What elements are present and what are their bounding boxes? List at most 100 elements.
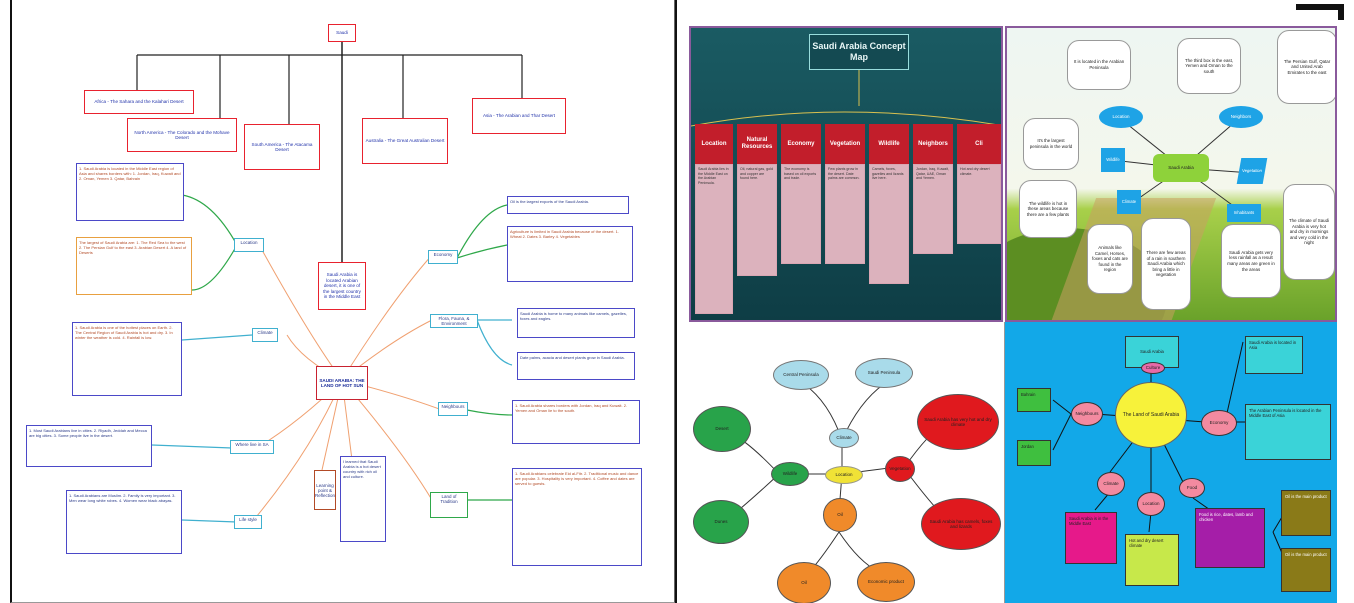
top-label: Saudi [328, 24, 356, 42]
branch-tradition: Land of Tradition [430, 492, 468, 518]
bubble-oil: Oil [777, 562, 831, 603]
concept-map-panel: Saudi Arabia Concept Map Location Saudi … [689, 26, 1003, 322]
detail-economy-b: Agriculture is limited in Saudi Arabia b… [507, 226, 633, 282]
note-4: It's the largest peninsula in the world [1023, 118, 1079, 170]
bubble-red-b: Saudi Arabia has camels, foxes and lizar… [921, 498, 1001, 550]
bubble-map-panel: Location Central Peninsula Saudi Peninsu… [689, 322, 1005, 603]
detail-flora-b: Date palms, acacia and desert plants gro… [517, 352, 635, 380]
cyan-node-economy: Economy [1201, 410, 1237, 436]
region-north-america: North America - The Colorado and the Moh… [127, 118, 237, 152]
column-body: The economy is based on oil exports and … [781, 164, 821, 264]
bubble-saudi-peninsula: Saudi Peninsula [855, 358, 913, 388]
branch-where-live: Where live in SA [230, 440, 274, 454]
corner-bracket [1296, 4, 1344, 20]
bubble-connectors [728, 383, 950, 573]
column-head: Neighbors [913, 124, 953, 164]
node-wildlife: Wildlife [1101, 148, 1125, 172]
node-neighbors: Neighbors [1219, 106, 1263, 128]
branch-flora: Flora, Fauna, & Environment [430, 314, 478, 328]
bubble-economy: Oil [823, 498, 857, 532]
column-body: Few plants grow in the desert. Date palm… [825, 164, 865, 264]
note-1: It is located in the Arabian Peninsula [1067, 40, 1131, 90]
column-head: Economy [781, 124, 821, 164]
cyan-note-middle-east: Saudi Arabia is in the Middle East [1065, 512, 1117, 564]
node-inhabitants: Inhabitants [1227, 204, 1261, 222]
detail-reflection: I learned that Saudi Arabia is a hot des… [340, 456, 386, 542]
region-australia: Australia - The Great Australian Desert [362, 118, 448, 164]
column-economy: Economy The economy is based on oil expo… [781, 124, 821, 264]
column-head: Natural Resources [737, 124, 777, 164]
bubble-wildlife: Wildlife [771, 462, 809, 486]
detail-location-a: 1. Saudi Arabia is located in the Middle… [76, 163, 184, 221]
note-3: The Persian Gulf, Qatar and United Arab … [1277, 30, 1335, 104]
node-saudi-arabia: Saudi Arabia [1153, 154, 1209, 182]
cyan-note-climate: Hot and dry desert climate [1125, 534, 1179, 586]
column-location: Location Saudi Arabia lies in the Middle… [695, 124, 733, 314]
center-text: Saudi Arabia is located Arabian desert, … [318, 262, 366, 310]
cyan-map-panel: Saudi Arabia Culture The Land of Saudi A… [1005, 322, 1337, 603]
branch-life-style: Life style [234, 515, 262, 529]
column-body: Jordan, Iraq, Kuwait, Qatar, UAE, Oman a… [913, 164, 953, 254]
page-edge [675, 0, 687, 603]
column-body: Camels, foxes, gazelles and lizards live… [869, 164, 909, 284]
main-node: SAUDI ARABIA: THE LAND OF HOT SUN [316, 366, 368, 400]
bubble-desert: Desert [693, 406, 751, 452]
note-7: There are few areas of a rain in souther… [1141, 218, 1191, 310]
note-5: The wildlife is hot in these areas becau… [1019, 180, 1077, 238]
detail-where-live: 1. Most Saudi Arabians live in cities. 2… [26, 425, 152, 467]
node-vegetation: Vegetation [1236, 158, 1268, 184]
region-africa: Africa - The Sahara and the Kalahari Des… [84, 90, 194, 114]
bubble-economic-product: Economic product [857, 562, 915, 602]
detail-location-b: The largest of Saudi Arabia are: 1. The … [76, 237, 192, 295]
branch-neighbours: Neighbours [438, 402, 468, 416]
branch-climate: Climate [252, 328, 278, 342]
column-head: Location [695, 124, 733, 164]
cyan-note-asia: Saudi Arabia is located in Asia [1245, 336, 1303, 374]
cyan-node-location: Location [1137, 492, 1165, 516]
concept-map-title: Saudi Arabia Concept Map [809, 34, 909, 70]
detail-neighbours: 1. Saudi Arabia shares borders with Jord… [512, 400, 640, 444]
cyan-node-food: Food [1179, 478, 1205, 498]
detail-tradition: 1. Saudi Arabians celebrate Eid al-Fitr.… [512, 468, 642, 566]
note-2: The third box is the east, Yemen and Oma… [1177, 38, 1241, 94]
detail-climate: 1. Saudi Arabia is one of the hottest pl… [72, 322, 182, 396]
cloud-map-panel: Location Neighbors Wildlife Vegetation C… [1005, 26, 1337, 322]
cyan-node-neighbours: Neighbours [1071, 402, 1103, 426]
node-climate: Climate [1117, 190, 1141, 214]
column-body: Oil, natural gas, gold and copper are fo… [737, 164, 777, 276]
concept-connectors [691, 70, 1001, 127]
column-climate: Cli Hot and dry desert climate. [957, 124, 1001, 244]
cyan-note-peninsula: The Arabian Peninsula is located in the … [1245, 404, 1331, 460]
detail-life-style: 1. Saudi Arabians are Muslim. 2. Family … [66, 490, 182, 554]
column-neighbors: Neighbors Jordan, Iraq, Kuwait, Qatar, U… [913, 124, 953, 254]
detail-economy-a: Oil is the largest exports of the Saudi … [507, 196, 629, 214]
branch-location: Location [234, 238, 264, 252]
cyan-note-oil-b: Oil is the main product [1281, 548, 1331, 592]
column-head: Wildlife [869, 124, 909, 164]
region-south-america: South America - The Atacama Desert [244, 124, 320, 170]
bubble-climate: Climate [829, 428, 859, 448]
branch-reflection: Learning point & Reflection [314, 470, 336, 510]
bubble-center: Location [825, 466, 863, 484]
column-natural-resources: Natural Resources Oil, natural gas, gold… [737, 124, 777, 276]
column-head: Vegetation [825, 124, 865, 164]
bubble-vegetation: Vegetation [885, 456, 915, 482]
cyan-note-food: Food is rice, dates, lamb and chicken [1195, 508, 1265, 568]
note-8: Saudi Arabia gets very less rainfall as … [1221, 224, 1281, 298]
cyan-note-oil-a: Oil is the main product [1281, 490, 1331, 536]
left-mind-map: Saudi Africa - The Sahara and the Kalaha… [10, 0, 675, 603]
bubble-red-a: Saudi Arabia has very hot and dry climat… [917, 394, 999, 450]
column-body: Saudi Arabia lies in the Middle East on … [695, 164, 733, 314]
cyan-center-cloud: The Land of Saudi Arabia [1115, 382, 1187, 448]
bubble-central-peninsula: Central Peninsula [773, 360, 829, 390]
column-body: Hot and dry desert climate. [957, 164, 1001, 244]
bubble-dunes: Dunes [693, 500, 749, 544]
column-wildlife: Wildlife Camels, foxes, gazelles and liz… [869, 124, 909, 284]
node-location: Location [1099, 106, 1143, 128]
note-9: The climate of Saudi Arabia is very hot … [1283, 184, 1335, 280]
detail-flora: Saudi Arabia is home to many animals lik… [517, 308, 635, 338]
note-6: Animals like Camel, Horses, foxes and ca… [1087, 224, 1133, 294]
region-asia: Asia - The Arabian and Thar Desert [472, 98, 566, 134]
column-vegetation: Vegetation Few plants grow in the desert… [825, 124, 865, 264]
cyan-note-jordan: Jordan [1017, 440, 1051, 466]
